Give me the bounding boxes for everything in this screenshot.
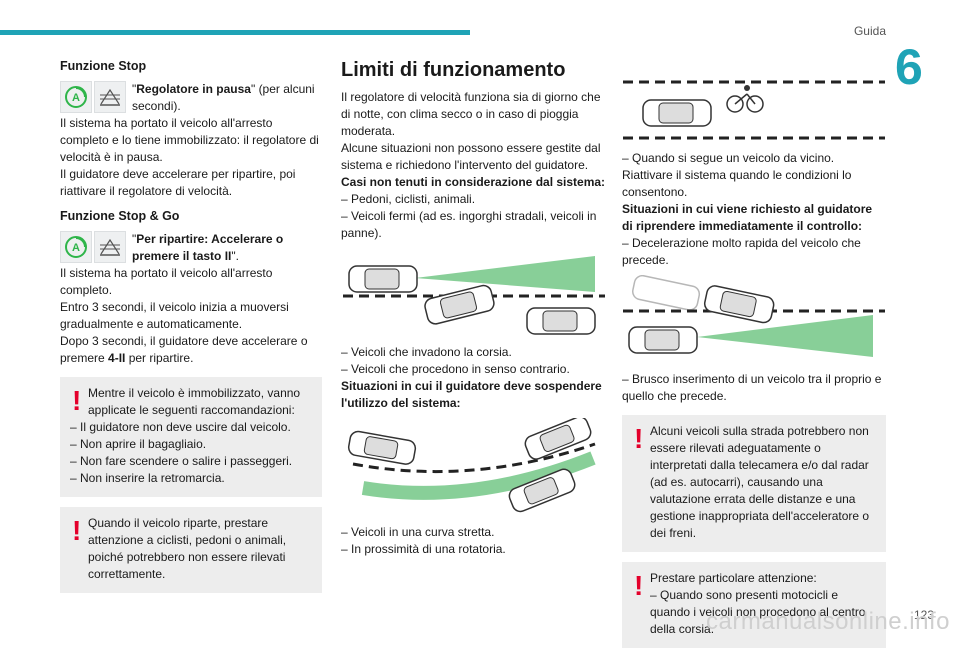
list-item: – Pedoni, ciclisti, animali. — [341, 192, 476, 206]
stopgo-message-row: A "Per ripartire: Accelerare o premere i… — [60, 231, 322, 265]
page-number: 123 — [913, 608, 934, 622]
car-icon — [628, 326, 698, 354]
warning-exclamation-icon: ! — [72, 515, 82, 546]
section-name: Guida — [853, 24, 886, 38]
warning-box-attention: ! Prestare particolare attenzione: – Qua… — [622, 562, 886, 648]
column-middle: Limiti di funzionamento Il regolatore di… — [341, 59, 606, 556]
stopgo-body-2: Entro 3 secondi, il veicolo inizia a muo… — [60, 300, 289, 331]
list-item: – Quando si segue un veicolo da vicino. — [622, 151, 835, 165]
list-item: – Decelerazione molto rapida del veicolo… — [622, 236, 861, 267]
not-considered-title: Casi non tenuti in considerazione dal si… — [341, 175, 606, 189]
car-icon — [347, 265, 418, 293]
warning-box-detection: ! Alcuni veicoli sulla strada potrebbero… — [622, 415, 886, 552]
lane-intrusion-illustration — [342, 256, 605, 335]
suspend-title: Situazioni in cui il guidatore deve sosp… — [341, 379, 602, 410]
sudden-cut-in-illustration — [623, 275, 885, 357]
list-item: – Veicoli fermi (ad es. ingorghi stradal… — [341, 209, 597, 240]
car-icon — [508, 468, 576, 513]
car-icon — [703, 285, 775, 324]
list-item: – Non aprire il bagagliaio. — [70, 437, 207, 451]
cruise-pause-icon — [94, 81, 126, 113]
svg-text:A: A — [72, 242, 80, 254]
stopgo-message: "Per ripartire: Accelerare o premere il … — [132, 232, 284, 263]
car-icon — [525, 307, 596, 335]
car-icon — [631, 275, 701, 311]
stopgo-function-title: Funzione Stop & Go — [60, 209, 180, 223]
stopgo-body-3: Dopo 3 secondi, il guidatore deve accele… — [60, 334, 308, 365]
warning-box-immobilized: ! Mentre il veicolo è immobilizzato, van… — [60, 377, 322, 497]
stop-message: "Regolatore in pausa" (per alcuni second… — [132, 82, 315, 113]
cyclist-icon — [726, 85, 764, 113]
warning-exclamation-icon: ! — [634, 570, 644, 601]
header-accent-bar — [0, 30, 470, 35]
list-item: – Veicoli che invadono la corsia. — [341, 345, 512, 359]
acc-active-icon: A — [60, 81, 92, 113]
list-item: – Non inserire la retromarcia. — [70, 471, 225, 485]
watermark: carmanualsonline.info — [706, 608, 950, 635]
stopgo-body-1: Il sistema ha portato il veicolo all'arr… — [60, 266, 273, 297]
cruise-pause-icon — [94, 231, 126, 263]
warning-exclamation-icon: ! — [634, 423, 644, 454]
list-item: – Veicoli in una curva stretta. — [341, 525, 495, 539]
list-item: – Veicoli che procedono in senso contrar… — [341, 362, 570, 376]
operating-limits-title: Limiti di funzionamento — [341, 59, 566, 81]
warning-box-restart: ! Quando il veicolo riparte, prestare at… — [60, 507, 322, 593]
stop-body-1: Il sistema ha portato il veicolo all'arr… — [60, 116, 319, 164]
chapter-number: 6 — [895, 39, 923, 95]
car-icon — [347, 430, 416, 465]
following-closely-illustration — [623, 80, 885, 140]
request-title: Situazioni in cui viene richiesto al gui… — [622, 202, 873, 233]
list-item: – Non fare scendere o salire i passegger… — [70, 454, 293, 468]
car-icon — [423, 284, 495, 325]
car-icon — [524, 418, 591, 460]
list-item: – In prossimità di una rotatoria. — [341, 542, 506, 556]
list-item: – Il guidatore non deve uscire dal veico… — [70, 420, 291, 434]
warning-exclamation-icon: ! — [72, 385, 82, 416]
list-item: – Brusco inserimento di un veicolo tra i… — [622, 372, 882, 403]
tight-curve-illustration — [347, 418, 596, 513]
column-right: – Quando si segue un veicolo da vicino. … — [622, 58, 886, 648]
column-left: Funzione Stop A "Regolatore in pausa" (p… — [60, 58, 322, 593]
svg-text:A: A — [72, 92, 80, 104]
car-icon — [642, 99, 712, 127]
stop-function-title: Funzione Stop — [60, 59, 147, 73]
stop-body-2: Il guidatore deve accelerare per riparti… — [60, 167, 296, 198]
stop-message-row: A "Regolatore in pausa" (per alcuni seco… — [60, 81, 322, 115]
acc-active-icon: A — [60, 231, 92, 263]
